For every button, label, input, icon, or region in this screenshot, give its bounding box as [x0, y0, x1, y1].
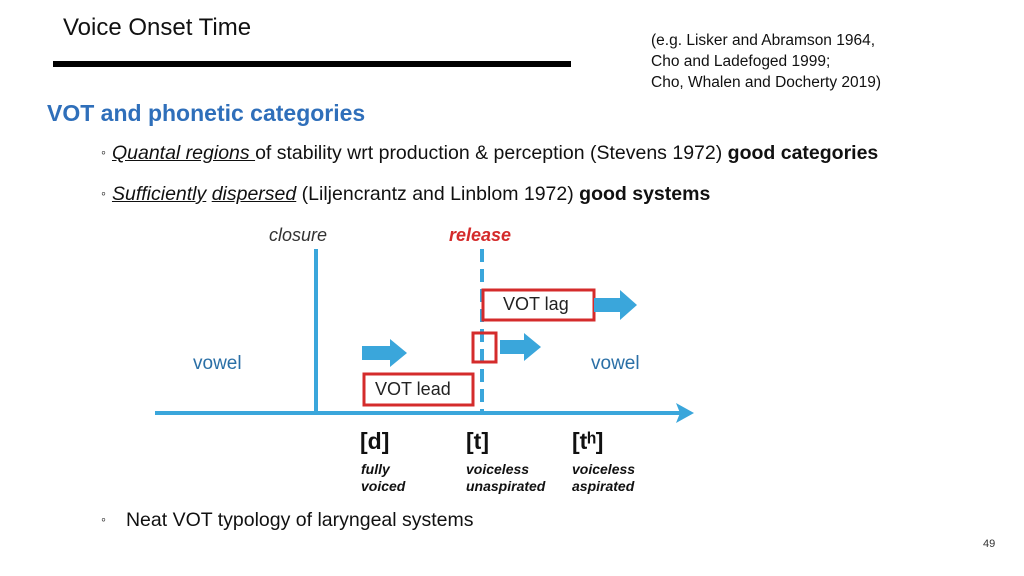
bullet-marker: ◦	[101, 511, 106, 527]
segment-d-description: fully voiced	[361, 461, 405, 495]
bullet-emphasis: good systems	[579, 183, 711, 205]
reference-line: Cho and Ladefoged 1999;	[651, 53, 831, 70]
bullet-sufficiently-dispersed: ◦ Sufficiently dispersed (Liljencrantz an…	[101, 183, 710, 206]
segment-th-symbol: [tʰ]	[572, 428, 604, 454]
description-line: unaspirated	[466, 478, 546, 494]
description-line: fully	[361, 461, 390, 477]
segment-t-symbol: [t]	[466, 428, 489, 454]
slide-title: Voice Onset Time	[63, 14, 252, 41]
segment-th-description: voiceless aspirated	[572, 461, 635, 495]
bullet-term: Quantal regions	[111, 142, 256, 164]
bullet-marker: ◦	[101, 185, 106, 201]
references: (e.g. Lisker and Abramson 1964, Cho and …	[651, 30, 991, 93]
segment-t-description: voiceless unaspirated	[466, 461, 545, 495]
bullet-text: of stability wrt production & perception…	[255, 142, 728, 164]
vot-lead-arrow	[362, 339, 407, 367]
reference-line: (e.g. Lisker and Abramson 1964,	[651, 32, 876, 49]
title-underline	[53, 61, 571, 67]
bullet-marker: ◦	[101, 144, 106, 160]
bullet-emphasis: good categories	[727, 142, 879, 164]
timeline-arrowhead	[676, 403, 694, 423]
bullet-vot-typology: ◦ Neat VOT typology of laryngeal systems	[101, 509, 474, 532]
vot-lead-label: VOT lead	[375, 379, 451, 399]
bullet-term: Sufficiently	[111, 183, 207, 205]
bullet-text: (Liljencrantz and Linblom 1972)	[296, 183, 580, 205]
release-box	[471, 331, 498, 364]
vowel-left-label: vowel	[193, 353, 242, 374]
bullet-text: Neat VOT typology of laryngeal systems	[125, 509, 474, 531]
description-line: aspirated	[572, 478, 635, 494]
bullet-quantal-regions: ◦ Quantal regions of stability wrt produc…	[101, 142, 878, 165]
section-heading: VOT and phonetic categories	[47, 100, 366, 126]
description-line: voiceless	[572, 461, 636, 477]
description-line: voiced	[361, 478, 406, 494]
vowel-right-label: vowel	[591, 353, 640, 374]
bullet-term: dispersed	[211, 183, 297, 205]
segment-d-symbol: [d]	[360, 428, 390, 454]
reference-line: Cho, Whalen and Docherty 2019)	[651, 74, 882, 91]
closure-label: closure	[269, 225, 328, 245]
unaspirated-arrow	[500, 333, 541, 361]
description-line: voiceless	[466, 461, 530, 477]
page-number: 49	[983, 538, 996, 550]
release-label: release	[449, 225, 512, 245]
vot-lead-box	[362, 372, 475, 407]
vot-lag-label: VOT lag	[503, 294, 569, 314]
vot-lag-arrow	[594, 290, 637, 320]
